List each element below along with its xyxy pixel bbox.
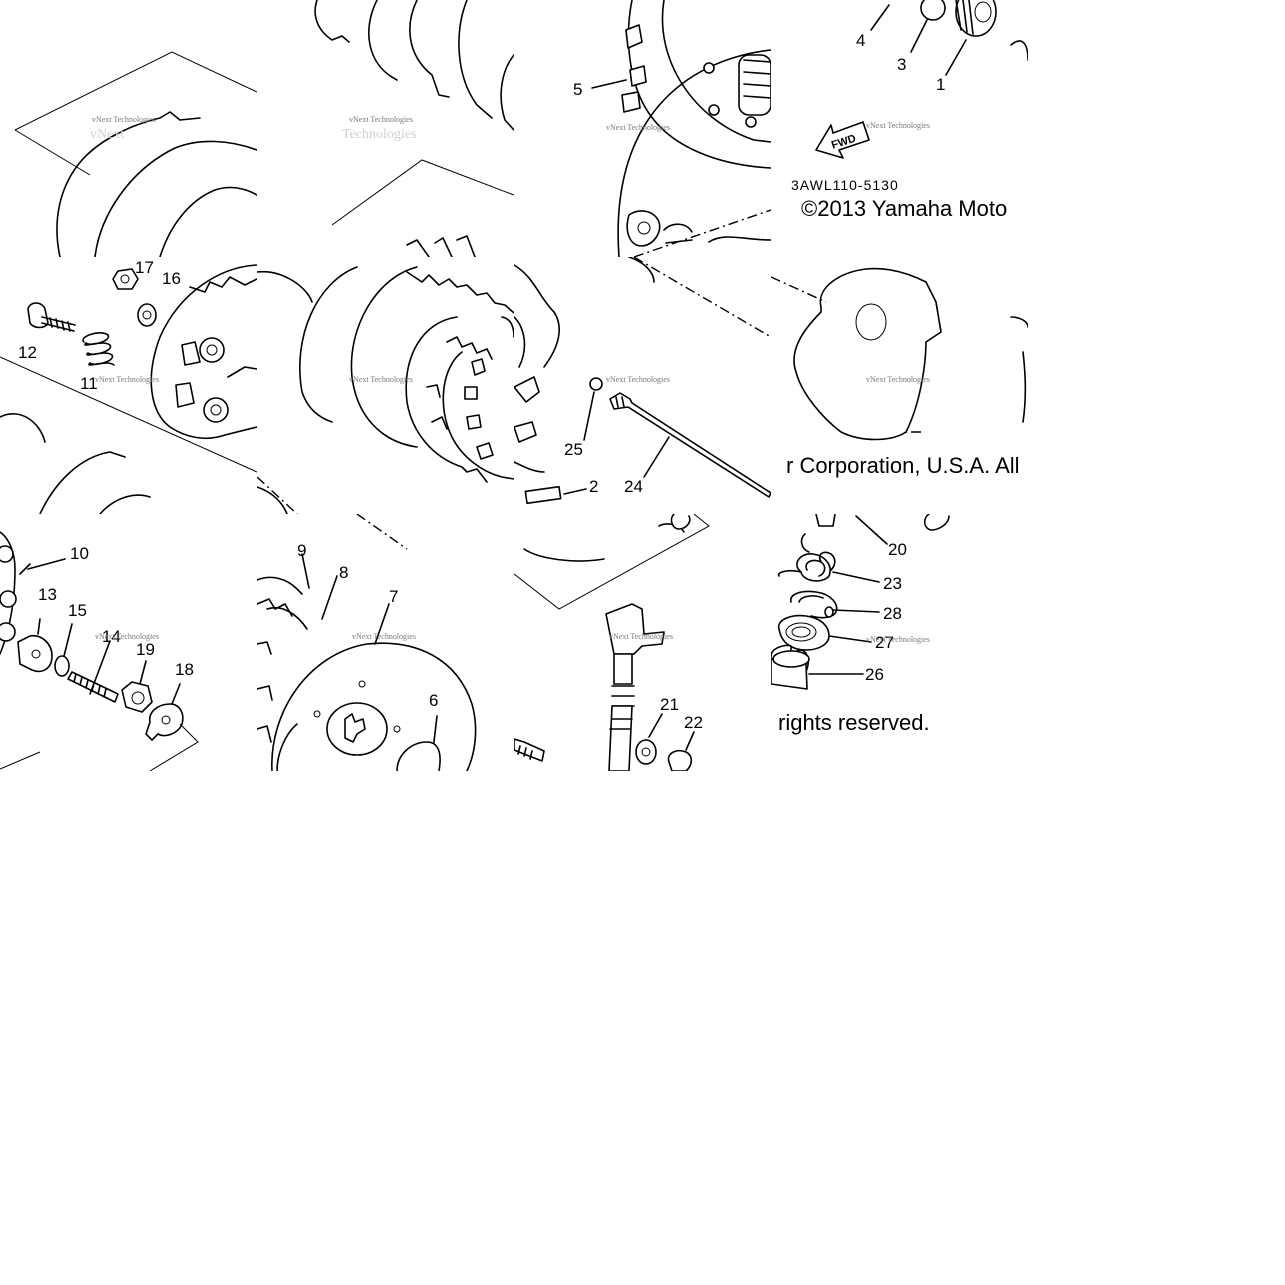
watermark-text: vNext Technologies — [95, 632, 159, 641]
tile-r1-c1: vNext Technologies — [257, 257, 514, 514]
part-callout-1: 1 — [936, 75, 945, 94]
tile-r1-c2: 25 24 2 vNext Technologies — [514, 257, 771, 514]
copyright-text-1: ©2013 Yamaha Moto — [801, 196, 1008, 221]
bushing-26 — [771, 644, 810, 690]
watermark-text: vNext Technologies — [606, 375, 670, 384]
watermark-text: vNext Technologies — [866, 375, 930, 384]
part-callout-28: 28 — [883, 604, 902, 623]
drawing-code: 3AWL110-5130 — [791, 177, 899, 193]
part-callout-21: 21 — [660, 695, 679, 714]
part-callout-20: 20 — [888, 540, 907, 559]
watermark-text: vNext Technologies — [866, 121, 930, 130]
spring-23 — [777, 533, 836, 582]
part-callout-26: 26 — [865, 665, 884, 684]
copyright-text-2: r Corporation, U.S.A. All — [786, 453, 1020, 478]
svg-text:vNext: vNext — [90, 127, 124, 142]
spring-11 — [82, 332, 115, 366]
shift-shaft-21 — [605, 603, 665, 771]
watermark-text: vNext Technologies — [352, 632, 416, 641]
part-callout-19: 19 — [136, 640, 155, 659]
tile-r0-c1: vNext Technologies Technologies — [257, 0, 514, 257]
watermark-text: vNext Technologies — [349, 375, 413, 384]
bolt-12 — [27, 302, 76, 332]
tile-r2-c0: 10 13 15 14 19 18 vNext — [0, 514, 257, 771]
part-callout-12: 12 — [18, 343, 37, 362]
watermark-text: vNext Technologies — [609, 632, 673, 641]
tile-r2-c1: 9 8 7 6 vNext Technologies — [257, 514, 514, 771]
watermark-text: vNext Technologies — [866, 635, 930, 644]
watermark-text: vNext Technologies — [92, 115, 156, 124]
part-callout-9: 9 — [297, 541, 306, 560]
tile-r1-c3: vNext Technologies r Corporation, U.S.A.… — [771, 257, 1028, 514]
shaft-24 — [609, 392, 771, 498]
tile-r0-c2: 5 vNext Technologies — [514, 0, 771, 257]
part-callout-15: 15 — [68, 601, 87, 620]
part-callout-7: 7 — [389, 587, 398, 606]
tile-r0-c0: vNext Technologies vNext — [0, 0, 257, 257]
part-callout-10: 10 — [70, 544, 89, 563]
part-callout-6: 6 — [429, 691, 438, 710]
part-callout-2: 2 — [589, 477, 598, 496]
part-callout-22: 22 — [684, 713, 703, 732]
tile-r0-c3: 4 3 1 FWD 3AWL110-5130 vNext Technologie… — [771, 0, 1028, 257]
tile-r1-c0: 12 11 17 16 vNext Technologies — [0, 257, 257, 514]
part-callout-14: 14 — [102, 627, 121, 646]
watermark-text: vNext Technologies — [95, 375, 159, 384]
part-callout-23: 23 — [883, 574, 902, 593]
part-callout-5: 5 — [573, 80, 582, 99]
part-callout-3: 3 — [897, 55, 906, 74]
part-callout-8: 8 — [339, 563, 348, 582]
part-callout-25: 25 — [564, 440, 583, 459]
part-callout-27: 27 — [875, 633, 894, 652]
tile-r2-c2: 21 22 vNext Technologies — [514, 514, 771, 771]
tile-r2-c3: 20 23 28 27 — [771, 514, 1028, 771]
part-callout-16: 16 — [162, 269, 181, 288]
copyright-text-3: rights reserved. — [778, 710, 930, 735]
fwd-arrow-icon: FWD — [815, 121, 870, 159]
svg-text:Technologies: Technologies — [342, 127, 416, 142]
part-callout-4: 4 — [856, 31, 865, 50]
part-callout-24: 24 — [624, 477, 643, 496]
part-callout-18: 18 — [175, 660, 194, 679]
part-callout-17: 17 — [135, 258, 154, 277]
part-callout-13: 13 — [38, 585, 57, 604]
part-callout-11: 11 — [80, 374, 98, 393]
watermark-text: vNext Technologies — [349, 115, 413, 124]
washer-13 — [17, 634, 53, 673]
watermark-text: vNext Technologies — [606, 123, 670, 132]
